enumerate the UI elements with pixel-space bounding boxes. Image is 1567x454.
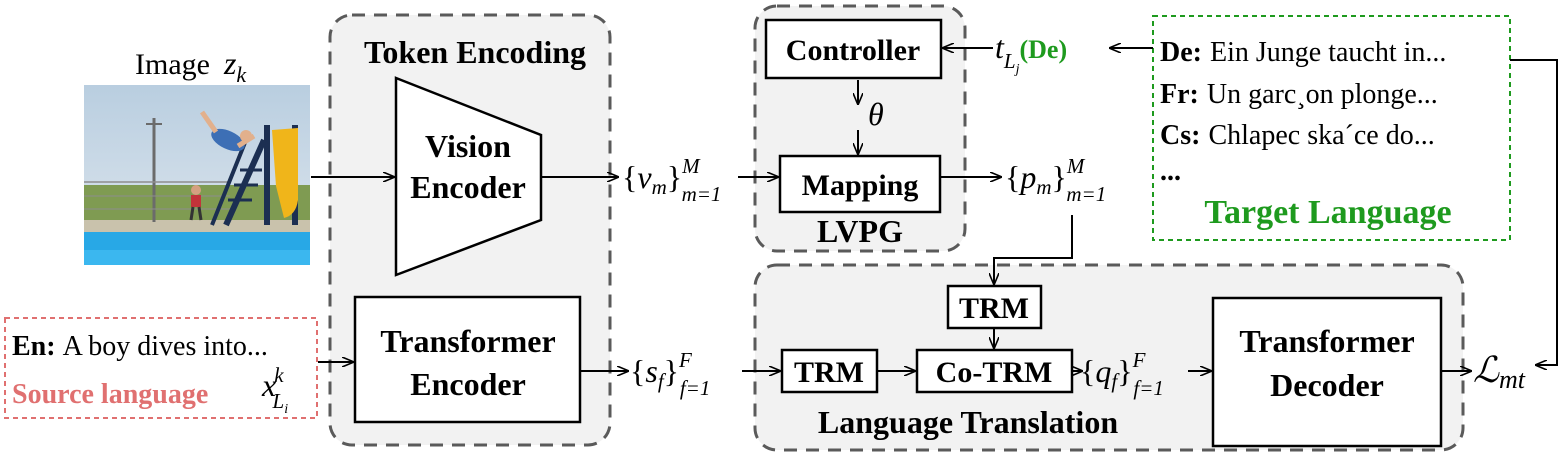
source-text: A boy dives into...: [63, 331, 268, 362]
pm-sup: M: [1066, 154, 1086, 178]
mapping-label: Mapping: [802, 169, 919, 202]
transformer-encoder-box: [353, 295, 582, 424]
theta-label: θ: [868, 96, 884, 132]
loss-sub: mt: [1499, 365, 1526, 394]
target-line-fr: Fr:Un garc¸on plonge...: [1160, 79, 1438, 110]
source-var-subsub: i: [284, 402, 288, 417]
target-token-lang: (De): [1019, 35, 1067, 64]
mapping-box: [778, 154, 942, 214]
target-token-var: t: [995, 29, 1005, 65]
transformer-decoder-line1: Transformer: [1239, 323, 1414, 359]
source-sentence: En:A boy dives into...: [12, 331, 268, 362]
controller-label: Controller: [786, 34, 920, 67]
target-line-de: De:Ein Junge taucht in...: [1160, 37, 1446, 68]
vm-range: m=1: [682, 182, 722, 206]
controller-box: [764, 18, 943, 80]
arrows: [311, 48, 1558, 371]
transformer-encoder-line2: Encoder: [410, 366, 526, 402]
target-language-title: Target Language: [1204, 194, 1451, 231]
vm-var: v: [637, 159, 652, 195]
target-language-box: [1152, 15, 1511, 241]
vision-encoder-line1: Vision: [425, 128, 511, 164]
vision-encoder-box: [394, 76, 543, 277]
transformer-decoder-line2: Decoder: [1270, 367, 1384, 403]
image-photo: [84, 85, 310, 265]
qf-sub: f: [1111, 369, 1120, 393]
target-line-more: ...: [1160, 156, 1181, 187]
qf-range: f=1: [1133, 376, 1164, 400]
source-lang-code: En:: [12, 331, 56, 362]
image-var-sub: k: [236, 62, 247, 87]
target-token-subsub: j: [1014, 62, 1020, 77]
trm-top-box: [946, 284, 1043, 330]
token-encoding-title: Token Encoding: [364, 34, 586, 70]
image-var: z: [223, 45, 237, 81]
target-line-cs: Cs:Chlapec ska´ce do...: [1160, 120, 1435, 151]
sf-sub: f: [658, 369, 667, 393]
source-var-sub: L: [272, 389, 285, 413]
target-token-sub: L: [1003, 49, 1016, 73]
language-translation-title: Language Translation: [818, 404, 1118, 440]
lvpg-title: LVPG: [817, 213, 903, 249]
vm-sup: M: [681, 154, 701, 178]
source-language-box: [4, 317, 318, 419]
target-token: tLj(De): [995, 29, 1067, 77]
pm-range: m=1: [1066, 182, 1106, 206]
qf-var: q: [1095, 353, 1111, 389]
co-trm-box: [915, 348, 1074, 394]
source-language-title: Source language: [12, 379, 208, 410]
transformer-decoder-box: [1211, 296, 1443, 448]
target-language-lines: De:Ein Junge taucht in... Fr:Un garc¸on …: [1160, 37, 1446, 187]
loss-label: ℒmt: [1473, 350, 1526, 394]
pm-var: p: [1018, 159, 1036, 195]
qf-sup: F: [1132, 348, 1146, 372]
source-var-x: x: [261, 367, 276, 403]
sf-var: s: [645, 353, 657, 389]
trm-left-label: TRM: [794, 356, 864, 389]
trm-top-label: TRM: [959, 292, 1029, 325]
arrow-pm-to-trm-top: [994, 215, 1073, 284]
sf-range: f=1: [680, 376, 711, 400]
source-var-sup: k: [274, 363, 284, 387]
vm-sub: m: [652, 175, 667, 199]
pm-sub: m: [1036, 175, 1051, 199]
arrow-target-to-loss: [1510, 59, 1558, 365]
loss-var: ℒ: [1473, 350, 1500, 390]
co-trm-label: Co-TRM: [936, 356, 1053, 389]
sf-sup: F: [678, 348, 692, 372]
image-label-text: Image: [135, 48, 210, 81]
vision-encoder-line2: Encoder: [410, 169, 526, 205]
transformer-encoder-line1: Transformer: [380, 323, 555, 359]
